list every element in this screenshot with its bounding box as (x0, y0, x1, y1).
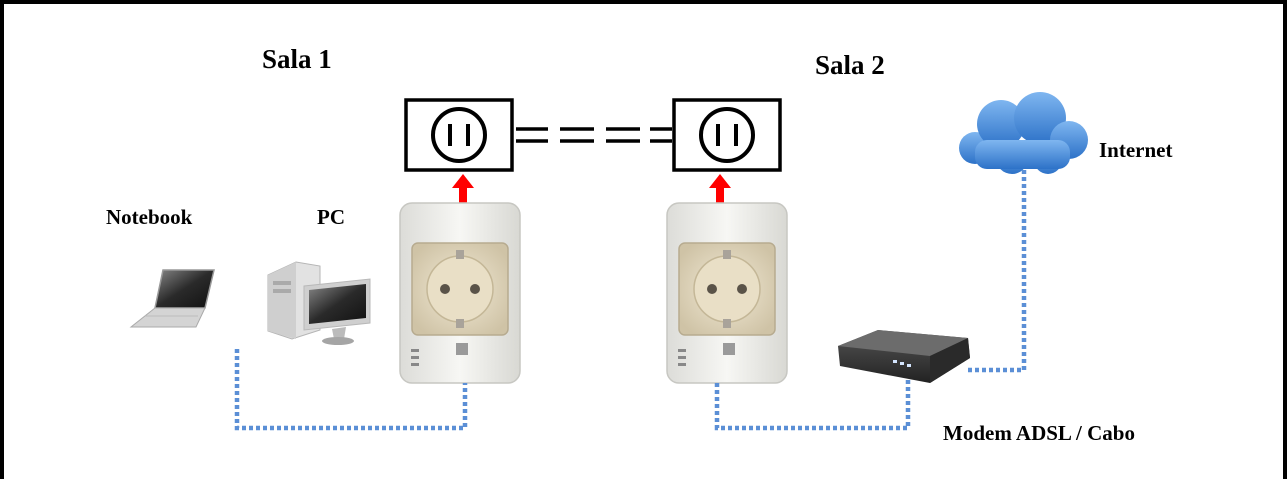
wall-outlet-room2 (672, 98, 782, 172)
room-1-label: Sala 1 (262, 44, 332, 74)
powerline-adapter-room1 (399, 202, 521, 384)
cable-modem-internet (968, 170, 1027, 373)
internet-label: Internet (1099, 138, 1173, 162)
wall-outlet-room1 (404, 98, 514, 172)
modem-label: Modem ADSL / Cabo (943, 421, 1135, 445)
notebook-label: Notebook (106, 205, 193, 229)
modem-icon (838, 330, 970, 383)
ethernet-cables (234, 170, 1027, 431)
cable-notebook-pc-adapter1 (234, 349, 468, 431)
cable-adapter2-modem (714, 378, 911, 431)
plug-arrow-room1 (452, 174, 474, 204)
notebook-icon (129, 269, 215, 328)
pc-icon (267, 261, 371, 345)
pc-label: PC (317, 205, 345, 229)
powerline-adapter-room2 (666, 202, 788, 384)
internet-cloud-icon (959, 92, 1088, 174)
plug-arrow-room2 (709, 174, 731, 204)
room-2-label: Sala 2 (815, 50, 885, 80)
powerline-link (516, 127, 672, 143)
